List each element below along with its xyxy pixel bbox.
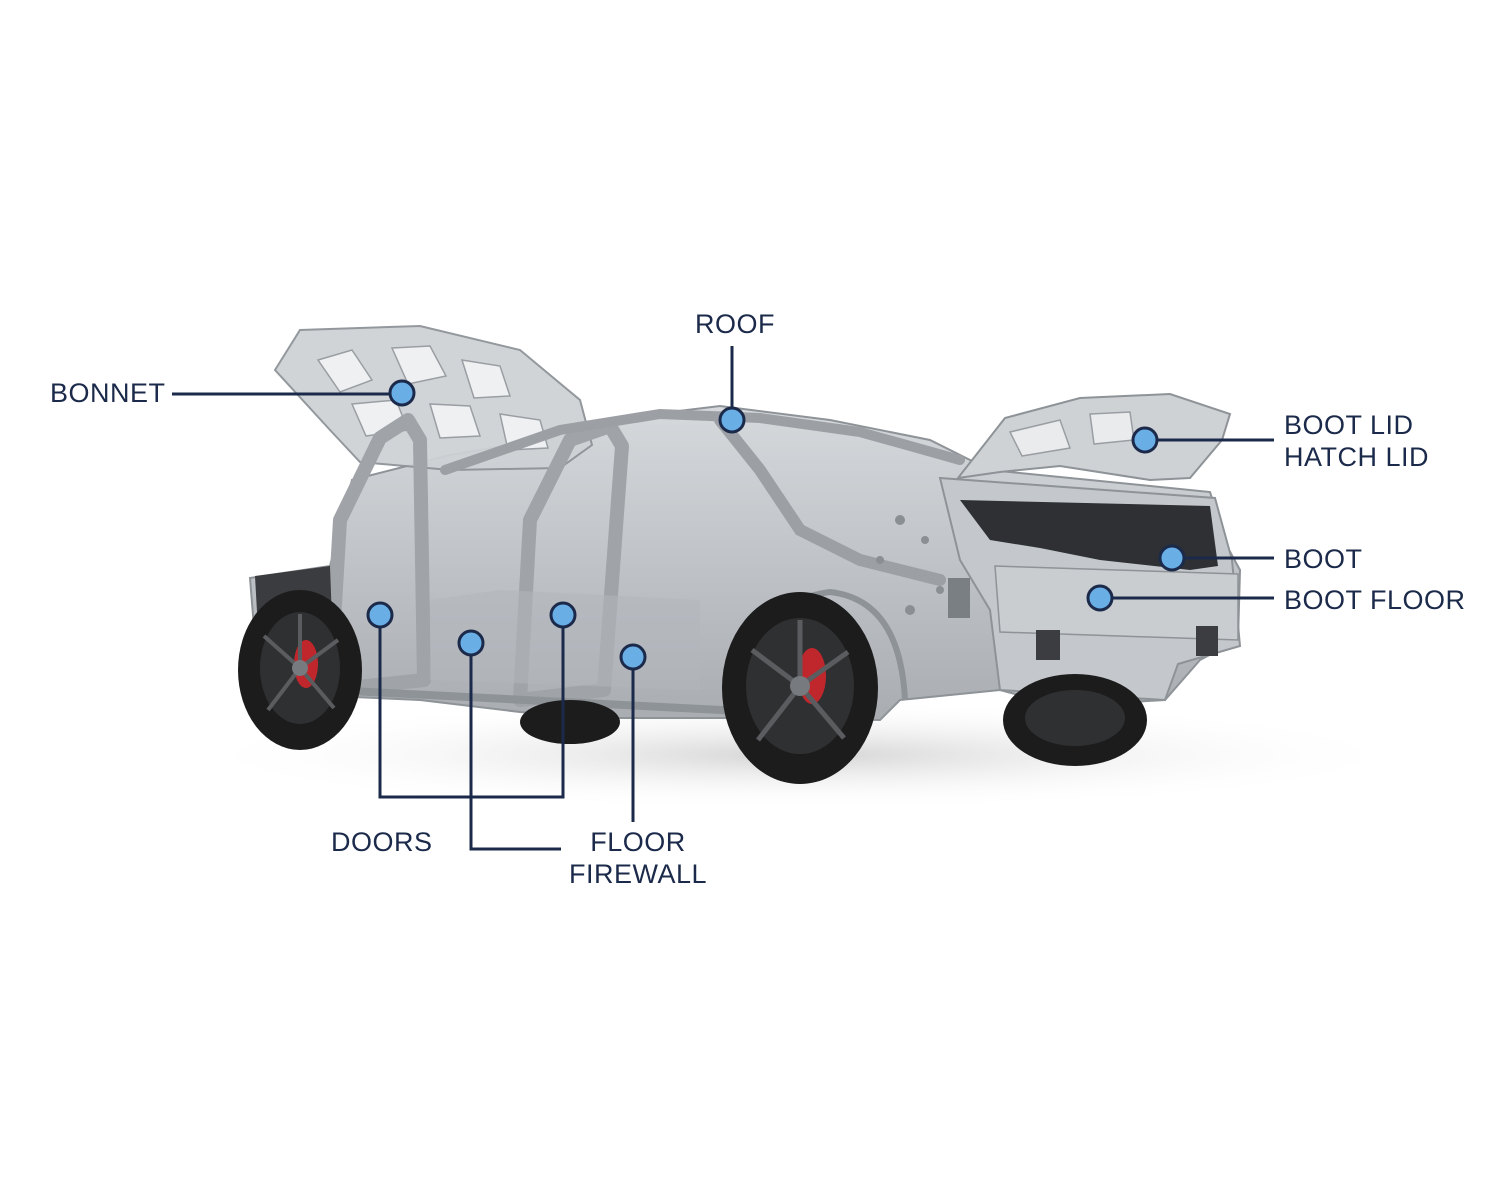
leader-floor: [469, 643, 561, 851]
label-bonnet-text: BONNET: [50, 378, 166, 408]
marker-firewall[interactable]: [619, 643, 647, 671]
rear-wheel-near: [722, 592, 878, 784]
boot-floor-panel: [994, 565, 1239, 641]
label-boot-text: BOOT: [1284, 544, 1363, 574]
rear-bracket-right: [1196, 626, 1218, 656]
label-hatch-lid-text: HATCH LID: [1284, 442, 1430, 473]
marker-bonnet[interactable]: [388, 379, 416, 407]
marker-boot[interactable]: [1158, 544, 1186, 572]
boot-lid-cutouts: [1008, 411, 1135, 457]
front-wheel-far: [520, 700, 620, 744]
bonnet-cutouts: [316, 345, 549, 451]
label-boot-lid-text: BOOT LID: [1284, 410, 1414, 440]
marker-floor[interactable]: [457, 629, 485, 657]
marker-boot-lid[interactable]: [1131, 426, 1159, 454]
c-pillar: [714, 414, 946, 586]
side-sill: [329, 686, 761, 716]
label-boot-floor-text: BOOT FLOOR: [1284, 585, 1466, 615]
front-door-frame: [323, 413, 431, 697]
label-boot: BOOT: [1284, 543, 1363, 575]
label-roof-text: ROOF: [695, 309, 775, 339]
label-doors-text: DOORS: [331, 827, 433, 857]
markers: [366, 379, 1186, 671]
marker-boot-floor[interactable]: [1086, 584, 1114, 612]
label-boot-floor: BOOT FLOOR: [1284, 584, 1466, 616]
label-firewall-text: FIREWALL: [569, 859, 708, 890]
label-floor-text: FLOOR: [590, 827, 686, 857]
label-bonnet: BONNET: [50, 377, 166, 409]
front-wheel: [238, 590, 362, 750]
label-roof: ROOF: [695, 308, 775, 340]
label-boot-lid: BOOT LID HATCH LID: [1284, 409, 1429, 474]
rear-wheel-far: [1003, 674, 1147, 766]
marker-rear-door[interactable]: [549, 601, 577, 629]
roof-rail: [440, 408, 965, 475]
marker-front-door[interactable]: [366, 601, 394, 629]
marker-roof[interactable]: [718, 406, 746, 434]
label-floor-firewall: FLOOR FIREWALL: [569, 826, 707, 891]
rear-bracket-left: [1036, 630, 1060, 660]
leader-lines: [172, 346, 1274, 851]
quarter-panel-holes: [876, 515, 970, 618]
boot-opening: [960, 500, 1218, 570]
label-doors: DOORS: [331, 826, 433, 858]
